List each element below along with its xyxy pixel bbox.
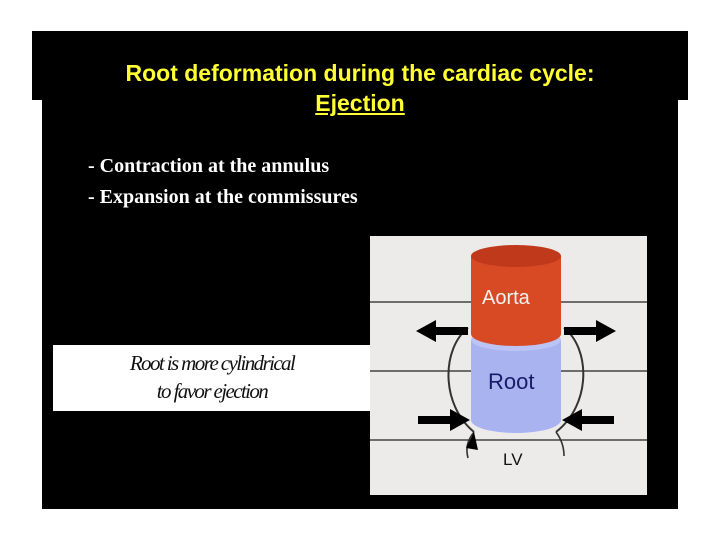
label-aorta: Aorta bbox=[482, 287, 530, 310]
arrow-expansion-left-icon bbox=[416, 320, 468, 342]
label-root: Root bbox=[488, 369, 534, 395]
title-line-1: Root deformation during the cardiac cycl… bbox=[42, 58, 678, 88]
bullet-expansion: - Expansion at the commissures bbox=[88, 182, 358, 213]
title-line-2: Ejection bbox=[315, 90, 404, 116]
lv-wall-right bbox=[556, 432, 564, 456]
arrow-expansion-right-icon bbox=[564, 320, 616, 342]
aorta-cylinder-top bbox=[471, 245, 561, 267]
bullet-contraction: - Contraction at the annulus bbox=[88, 151, 358, 182]
label-lv: LV bbox=[503, 450, 523, 470]
bullet-list: - Contraction at the annulus - Expansion… bbox=[88, 151, 358, 213]
caption-line-1: Root is more cylindrical bbox=[53, 349, 371, 377]
caption-line-2: to favor ejection bbox=[53, 377, 371, 405]
arrow-contraction-right-icon bbox=[562, 409, 614, 431]
caption: Root is more cylindrical to favor ejecti… bbox=[53, 349, 371, 405]
slide-title: Root deformation during the cardiac cycl… bbox=[42, 58, 678, 118]
arrow-contraction-left-icon bbox=[418, 409, 470, 431]
